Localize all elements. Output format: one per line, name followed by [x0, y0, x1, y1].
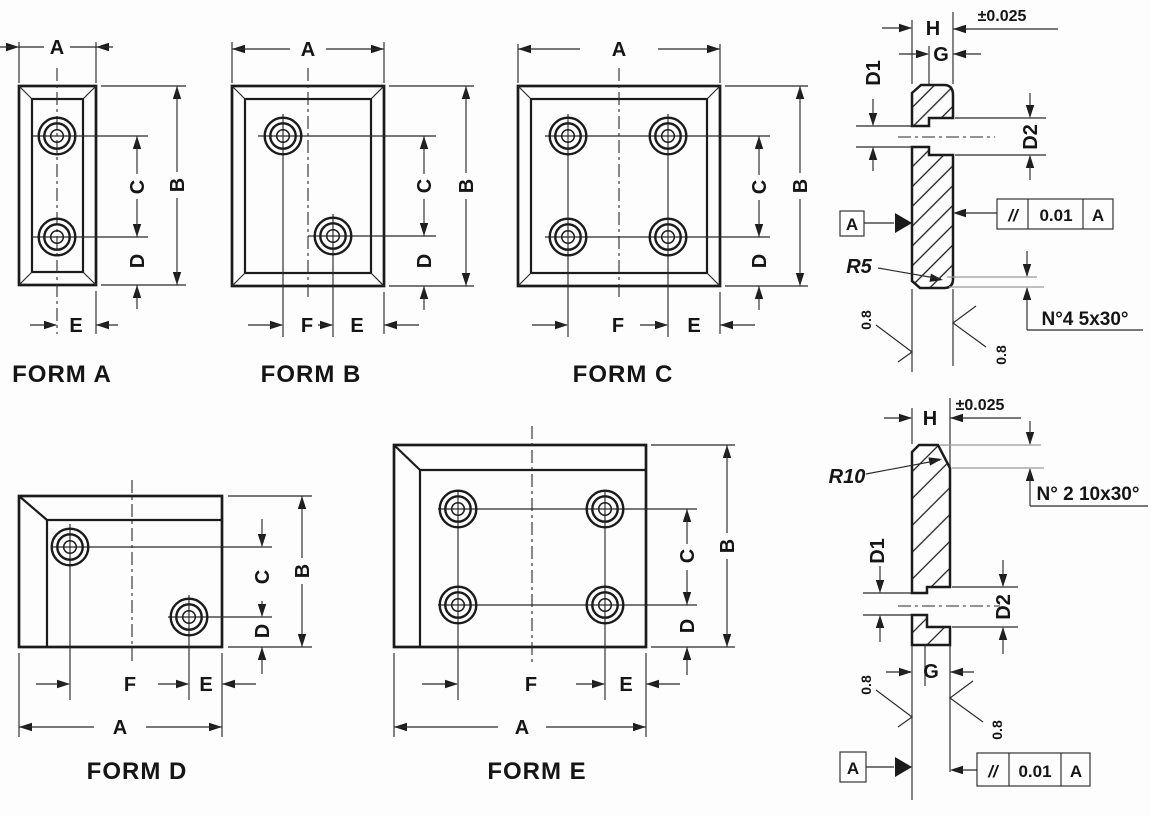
form-c-dim-f: F [612, 315, 624, 337]
form-d-dim-d: D [252, 624, 274, 638]
section-top-fcf-value: 0.01 [1039, 206, 1072, 225]
section-view-bottom: H ±0.025 R10 N° 2 10x30° D1 D2 G 0.8 0.8… [829, 397, 1148, 800]
section-bottom-fcf-value: 0.01 [1018, 762, 1051, 781]
form-c-dim-a: A [612, 39, 626, 61]
section-top-roughness-mark-left [875, 324, 913, 363]
section-bottom-radius-label: R10 [829, 466, 866, 488]
section-top-fcf-frame [996, 198, 1114, 230]
form-d-dim-c: C [252, 570, 274, 584]
section-bottom-dim-h: H [923, 408, 937, 430]
form-d-dim-a: A [113, 717, 127, 739]
section-top-chamfer-note: N°4 5x30° [1041, 309, 1128, 330]
form-e-dim-f: F [525, 674, 537, 696]
form-b-title: FORM B [261, 361, 362, 388]
form-e-dim-c: C [677, 549, 699, 563]
form-d-view: B C D F E A FORM D [17, 480, 314, 785]
form-e-plate-outline [392, 443, 648, 649]
form-a-dim-a: A [50, 37, 64, 59]
section-bottom-chamfer-note: N° 2 10x30° [1037, 484, 1140, 505]
form-d-bevel-edges [18, 495, 222, 647]
form-c-dim-b: B [790, 179, 812, 193]
form-e-bevel-edges [393, 444, 646, 647]
section-top-upper-body [910, 83, 955, 128]
section-bottom-dim-d1: D1 [867, 538, 889, 564]
section-bottom-fcf-frame [976, 752, 1091, 787]
form-a-dim-d: D [127, 254, 149, 268]
section-bottom-fcf-symbol: // [987, 762, 1000, 781]
section-view-top: H G D1 D2 ±0.025 R5 N°4 5x30° 0.8 0.8 A … [839, 8, 1143, 372]
form-e-dim-a: A [515, 717, 529, 739]
section-top-datum-label: A [846, 215, 858, 234]
section-bottom-upper-body [910, 443, 952, 595]
section-top-datum-box [839, 210, 865, 237]
form-d-title: FORM D [87, 758, 188, 785]
section-bottom-chamfer-extension-lines [940, 444, 1044, 469]
section-bottom-fcf-dividers [1008, 753, 1062, 786]
form-d-dim-e: E [199, 674, 212, 696]
section-bottom-lower-body [910, 613, 952, 647]
section-bottom-roughness-mark-left [875, 689, 913, 728]
form-c-dim-e: E [687, 315, 700, 337]
form-e-title: FORM E [487, 758, 586, 785]
form-b-dimension-lines [231, 42, 474, 337]
form-e-dim-d: D [677, 619, 699, 633]
form-d-dim-f: F [124, 674, 136, 696]
form-a-dim-b: B [167, 178, 189, 192]
form-d-dim-b: B [292, 564, 314, 578]
section-bottom-roughness-left: 0.8 [858, 675, 874, 695]
section-top-dim-d1: D1 [863, 60, 885, 86]
form-b-dim-e: E [350, 315, 363, 337]
section-top-roughness-left: 0.8 [858, 310, 874, 330]
section-top-dim-h: H [926, 18, 940, 40]
section-top-tolerance: ±0.025 [978, 8, 1027, 25]
form-a-dim-e: E [69, 315, 82, 337]
form-b-dim-d: D [414, 254, 436, 268]
form-b-dim-a: A [301, 39, 315, 61]
form-a-corner-bevels [18, 85, 97, 286]
section-top-dim-d2: D2 [1020, 124, 1042, 150]
form-e-dimension-lines [393, 444, 735, 737]
section-top-fcf-dividers [1027, 199, 1084, 229]
form-a-dimension-lines [0, 42, 186, 334]
form-a-dim-c: C [127, 180, 149, 194]
section-bottom-datum-box [839, 751, 867, 783]
section-bottom-datum-label: A [847, 759, 859, 778]
form-c-dim-d: D [749, 254, 771, 268]
section-top-radius-label: R5 [846, 256, 872, 278]
form-d-plate-outline [17, 494, 224, 649]
form-b-dim-f: F [301, 315, 313, 337]
form-c-dim-c: C [749, 180, 771, 194]
form-a-view: A B C D E FORM A [0, 37, 189, 388]
section-bottom-datum-triangle [895, 757, 912, 777]
section-bottom-dimension-lines [863, 398, 1148, 800]
section-top-datum-triangle [895, 213, 912, 233]
form-d-dimension-lines [18, 495, 312, 737]
form-e-dim-b: B [717, 539, 739, 553]
form-c-view: A B C D F E FORM C [516, 39, 812, 388]
section-top-fcf-symbol: // [1007, 206, 1020, 225]
section-top-roughness-right: 0.8 [993, 345, 1009, 365]
form-c-corner-bevels [517, 85, 721, 287]
section-bottom-dim-g: G [923, 661, 939, 683]
form-a-title: FORM A [12, 361, 112, 388]
section-bottom-fcf-datum: A [1070, 762, 1082, 781]
section-bottom-dim-d2: D2 [993, 594, 1015, 620]
form-b-corner-bevels [231, 85, 385, 287]
section-top-chamfer-extension-lines [947, 276, 1044, 288]
form-b-view: A B C D F E FORM B [230, 39, 478, 388]
form-c-title: FORM C [573, 361, 674, 388]
section-top-dimension-lines [856, 12, 1143, 372]
form-b-dim-c: C [414, 179, 436, 193]
section-top-dim-g: G [933, 44, 949, 66]
form-b-dim-b: B [456, 179, 478, 193]
form-e-view: B C D F E A FORM E [392, 426, 739, 785]
form-e-dim-e: E [619, 674, 632, 696]
section-bottom-roughness-right: 0.8 [989, 720, 1005, 740]
section-top-fcf-datum: A [1092, 206, 1104, 225]
section-top-roughness-mark-right [952, 305, 987, 348]
section-top-lower-body [910, 145, 955, 290]
section-bottom-tolerance: ±0.025 [956, 397, 1005, 414]
section-bottom-roughness-mark-right [949, 680, 984, 723]
